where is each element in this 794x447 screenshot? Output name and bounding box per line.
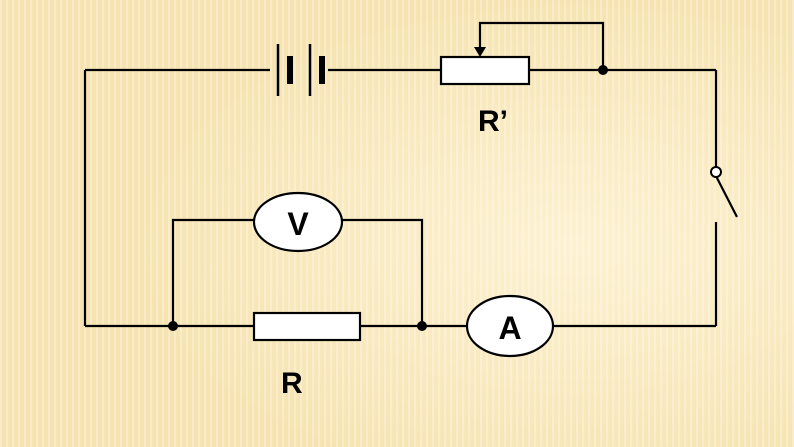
battery [276, 44, 325, 96]
voltmeter-branch-right [342, 218, 424, 326]
voltmeter-label: V [287, 206, 309, 242]
rheostat-label: R’ [478, 105, 508, 138]
rheostat-body [439, 55, 531, 86]
junction-dot-top [598, 65, 608, 75]
junction-dot-bottom-left [168, 321, 178, 331]
resistor-label: R [281, 367, 303, 400]
switch-blade [715, 175, 738, 218]
voltmeter [252, 191, 344, 253]
resistor-body [252, 311, 362, 342]
rheostat-slider-wire [478, 21, 605, 70]
junction-dot-bottom-right [417, 321, 427, 331]
ammeter [465, 294, 555, 358]
switch-contact [710, 166, 722, 178]
ammeter-label: A [498, 310, 521, 346]
voltmeter-branch-left [171, 218, 254, 326]
rheostat-slider-arrow [474, 47, 486, 57]
